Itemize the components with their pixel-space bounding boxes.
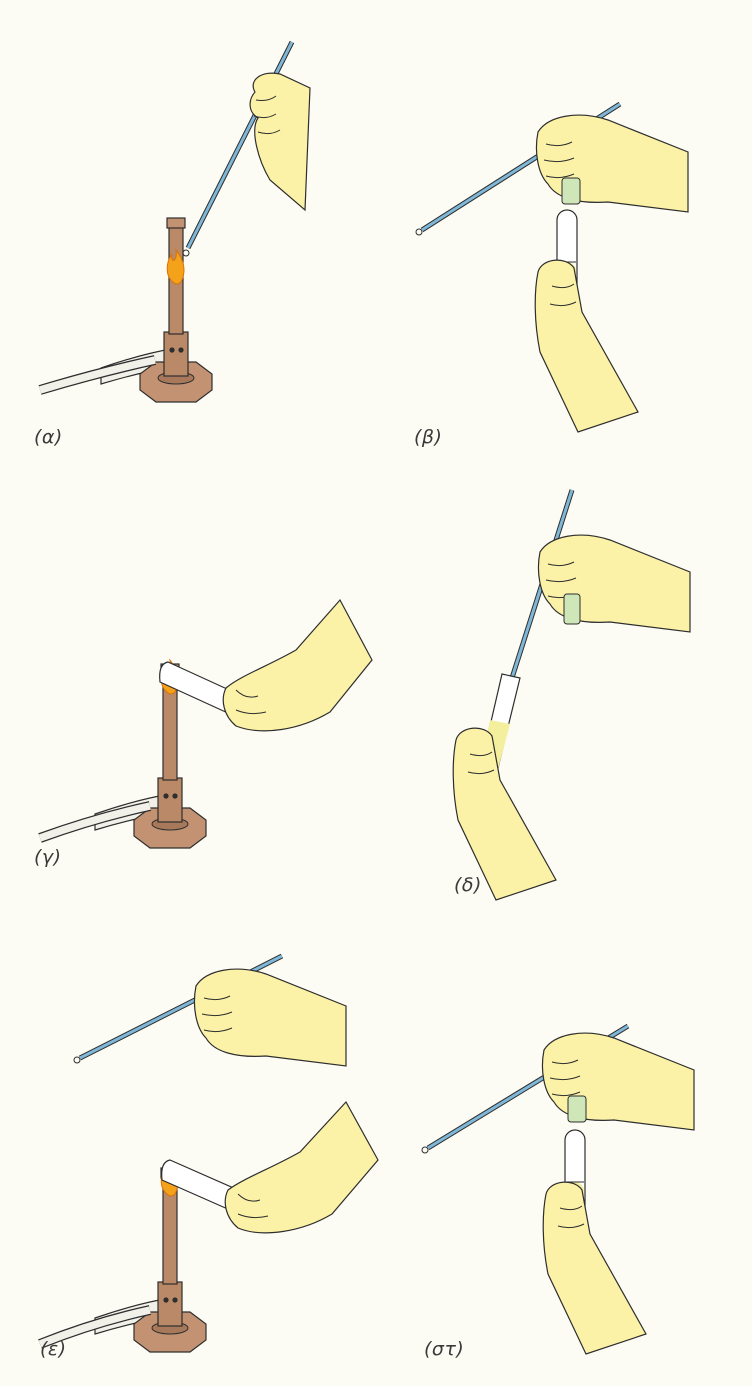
hand-icon (194, 969, 346, 1066)
hand-icon (223, 600, 372, 731)
panel-a-illustration (40, 42, 310, 402)
panel-c-illustration (40, 600, 372, 848)
hand-icon (535, 260, 638, 432)
panel-e-illustration (40, 956, 378, 1352)
hand-icon (538, 535, 690, 632)
bunsen-burner-icon (101, 218, 212, 402)
panel-label-a: (α) (34, 426, 63, 448)
hand-icon (536, 115, 688, 212)
tube-cap (568, 1096, 586, 1122)
hand-icon (225, 1102, 378, 1233)
hand-icon (543, 1182, 646, 1354)
panel-f-illustration (422, 1026, 694, 1354)
tube-cap (562, 178, 580, 204)
panel-label-e: (ε) (40, 1338, 67, 1360)
panel-label-b: (β) (414, 426, 442, 448)
panel-b-illustration (416, 104, 688, 432)
hand-icon (250, 73, 310, 210)
hand-icon (542, 1033, 694, 1130)
tube-cap (564, 594, 580, 624)
panel-label-f: (στ) (424, 1338, 464, 1360)
panel-label-c: (γ) (34, 846, 62, 868)
panel-d-illustration (453, 490, 690, 900)
panel-label-d: (δ) (454, 874, 482, 896)
